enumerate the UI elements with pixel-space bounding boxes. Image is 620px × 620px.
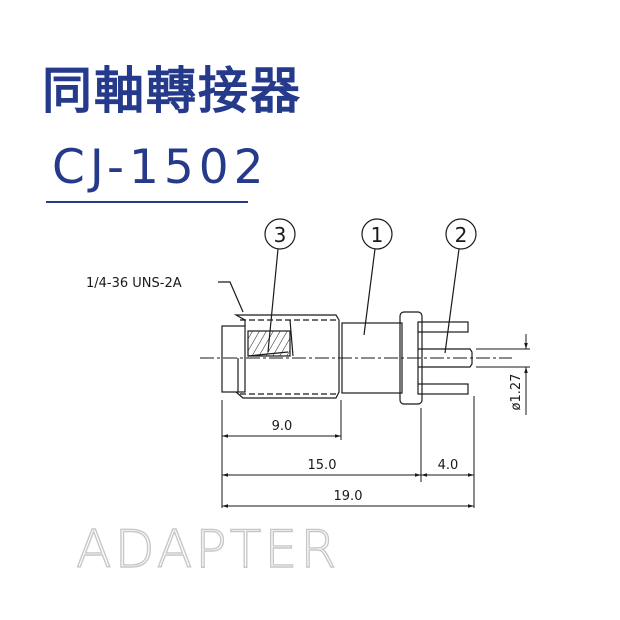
balloon-1 — [361, 218, 393, 336]
product-title: 同軸轉接器 — [42, 62, 302, 120]
title-underline — [46, 201, 248, 203]
balloon-1-label: 1 — [371, 223, 384, 247]
dim-overall-length: 19.0 — [334, 489, 363, 504]
dim-pin-diameter: ø1.27 — [509, 374, 524, 411]
thread-callout: 1/4-36 UNS-2A — [86, 276, 182, 291]
model-number: CJ-1502 — [52, 140, 269, 195]
balloon-2 — [444, 218, 477, 354]
dim-thread-length: 9.0 — [272, 419, 293, 434]
balloon-3-label: 3 — [274, 223, 287, 247]
dim-body-length: 15.0 — [308, 458, 337, 473]
footer-label: ADAPTER — [75, 519, 340, 580]
dim-pin-length: 4.0 — [438, 458, 459, 473]
balloon-2-label: 2 — [455, 223, 468, 247]
thread-leader — [218, 281, 244, 313]
